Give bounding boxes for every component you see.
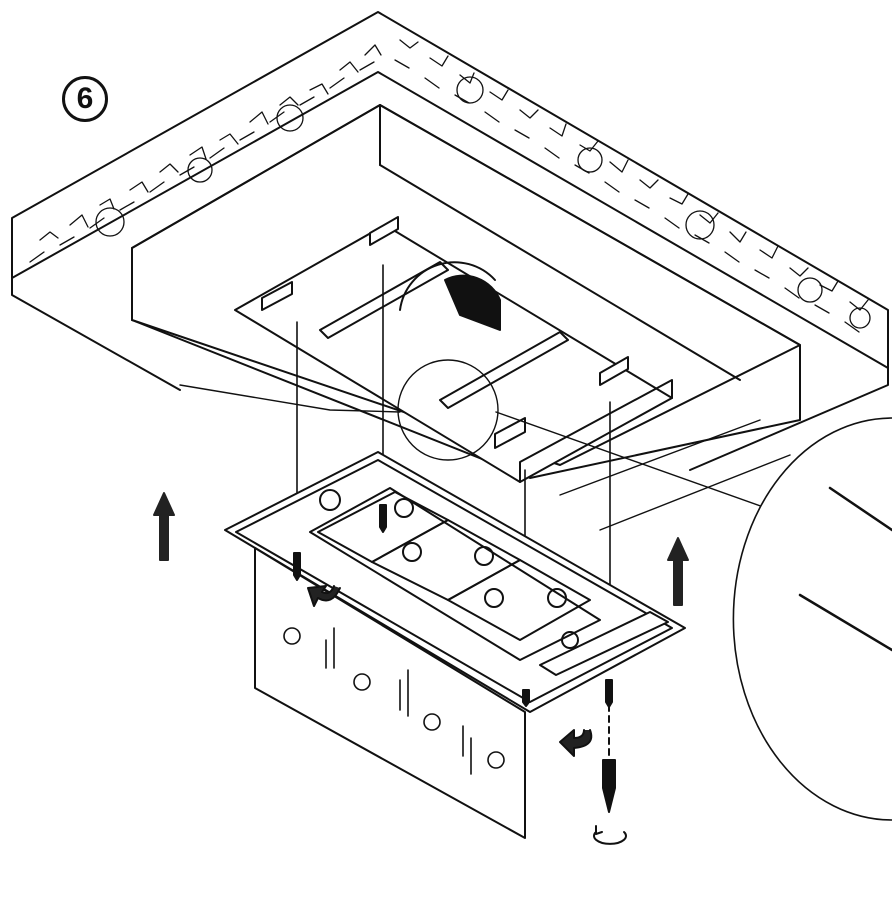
screw-icon bbox=[293, 504, 616, 813]
curved-arrow-icon bbox=[307, 585, 593, 757]
up-arrow-icon bbox=[153, 492, 689, 606]
hood-cutout bbox=[234, 216, 673, 483]
stone-texture bbox=[29, 39, 871, 333]
detail-magnifier bbox=[732, 417, 892, 821]
rotate-icon bbox=[593, 831, 627, 845]
leader-lines bbox=[179, 384, 801, 531]
vent-slots bbox=[283, 627, 505, 775]
step-number: 6 bbox=[62, 76, 108, 122]
hood-unit bbox=[224, 451, 686, 839]
